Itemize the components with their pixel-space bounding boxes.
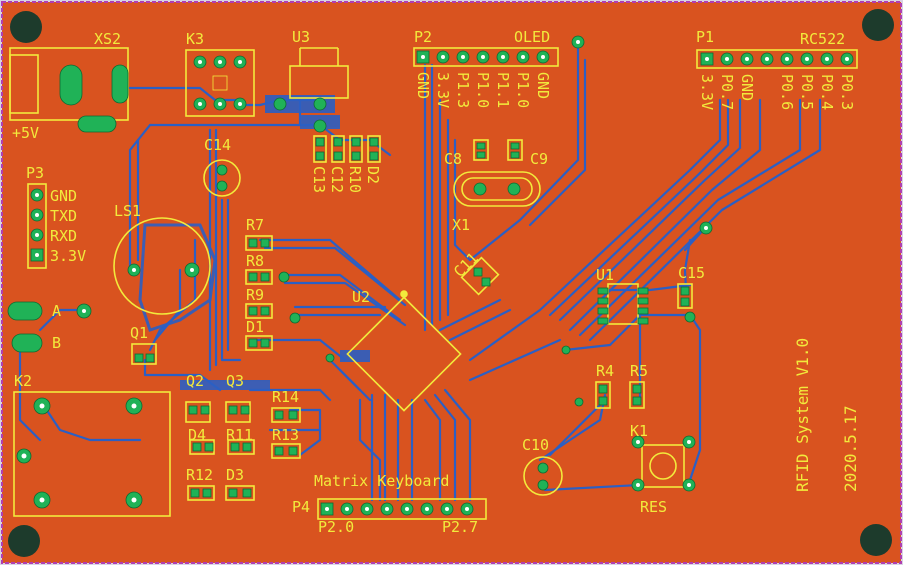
label-p2-pin4: P1.0 [474, 72, 492, 108]
k1-outline [641, 444, 685, 488]
label-d1: D1 [246, 318, 264, 336]
mounting-hole-bl [8, 525, 40, 557]
label-res: RES [640, 498, 667, 516]
ls1-outline [113, 217, 211, 315]
label-k3: K3 [186, 30, 204, 48]
label-r5: R5 [630, 362, 648, 380]
label-d2: D2 [364, 166, 382, 184]
label-oled: OLED [514, 28, 550, 46]
label-p3-pin4: 3.3V [50, 247, 86, 265]
label-matrix-keyboard: Matrix Keyboard [314, 472, 449, 490]
label-k1: K1 [630, 422, 648, 440]
label-d3: D3 [226, 466, 244, 484]
p2-outline [413, 47, 559, 67]
k2-outline [13, 391, 171, 517]
label-k2: K2 [14, 372, 32, 390]
label-p2-pin1: GND [414, 72, 432, 99]
label-p3-pin2: TXD [50, 207, 77, 225]
label-c10: C10 [522, 436, 549, 454]
label-p1-pin7: P0.3 [838, 74, 856, 110]
label-p3: P3 [26, 164, 44, 182]
label-u2: U2 [352, 288, 370, 306]
label-u3: U3 [292, 28, 310, 46]
label-q1: Q1 [130, 324, 148, 342]
label-version: RFID System V1.0 [793, 338, 812, 492]
label-date: 2020.5.17 [841, 405, 860, 492]
label-rc522: RC522 [800, 30, 845, 48]
label-c8: C8 [444, 150, 462, 168]
label-p2-pin5: P1.1 [494, 72, 512, 108]
label-r7: R7 [246, 216, 264, 234]
label-u1: U1 [596, 266, 614, 284]
label-p2-0: P2.0 [318, 518, 354, 536]
label-c13: C13 [310, 166, 328, 193]
label-p1: P1 [696, 28, 714, 46]
label-p1-pin4: P0.6 [778, 74, 796, 110]
label-c9: C9 [530, 150, 548, 168]
label-p3-pin1: GND [50, 187, 77, 205]
p3-outline [27, 183, 47, 269]
label-r9: R9 [246, 286, 264, 304]
label-r10: R10 [346, 166, 364, 193]
label-c15: C15 [678, 264, 705, 282]
silkscreen [9, 47, 858, 520]
label-p2: P2 [414, 28, 432, 46]
label-p2-pin7: GND [534, 72, 552, 99]
label-c12: C12 [328, 166, 346, 193]
label-p4: P4 [292, 498, 310, 516]
x1-outline [453, 171, 541, 207]
label-r13: R13 [272, 426, 299, 444]
c14-outline [203, 159, 241, 197]
mounting-holes [8, 9, 894, 557]
mounting-hole-br [860, 524, 892, 556]
label-p3-pin3: RXD [50, 227, 77, 245]
label-b: B [52, 334, 61, 352]
label-ls1: LS1 [114, 202, 141, 220]
label-p2-pin6: P1.0 [514, 72, 532, 108]
label-r8: R8 [246, 252, 264, 270]
u2-outline [346, 296, 462, 412]
mounting-hole-tl [10, 11, 42, 43]
label-p1-pin5: P0.5 [798, 74, 816, 110]
label-r4: R4 [596, 362, 614, 380]
label-p2-7: P2.7 [442, 518, 478, 536]
label-p1-pin1: 3.3V [698, 74, 716, 110]
q1-outline [131, 343, 157, 365]
label-d4: D4 [188, 426, 206, 444]
label-p1-pin6: P0.4 [818, 74, 836, 110]
label-plus5v: +5V [12, 124, 39, 142]
label-c14: C14 [204, 136, 231, 154]
pad-holes [21, 40, 849, 511]
label-p1-pin3: GND [738, 74, 756, 101]
label-r12: R12 [186, 466, 213, 484]
mounting-hole-tr [862, 9, 894, 41]
label-x1: X1 [452, 216, 470, 234]
label-r14: R14 [272, 388, 299, 406]
pads [7, 35, 854, 516]
label-xs2: XS2 [94, 30, 121, 48]
label-q2: Q2 [186, 372, 204, 390]
label-p1-pin2: P0.7 [718, 74, 736, 110]
label-a: A [52, 302, 61, 320]
p1-outline [696, 49, 858, 69]
c10-outline [523, 456, 563, 496]
p4-outline [317, 498, 487, 520]
silk-labels: XS2 +5V K3 U3 C14 C13 C12 R10 D2 P3 GND … [12, 28, 860, 536]
label-q3: Q3 [226, 372, 244, 390]
k3-outline [185, 49, 255, 117]
label-p2-pin3: P1.3 [454, 72, 472, 108]
label-r11: R11 [226, 426, 253, 444]
label-p2-pin2: 3.3V [434, 72, 452, 108]
